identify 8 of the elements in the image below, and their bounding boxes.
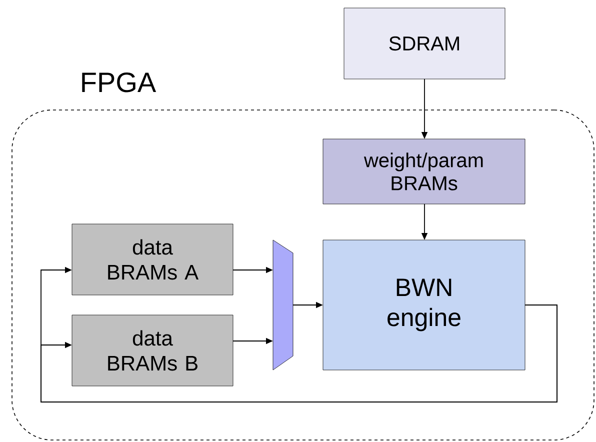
multiplexer-symbol: [272, 240, 294, 370]
memory-box: data BRAMs B: [72, 314, 234, 386]
memory-box: SDRAM: [344, 8, 506, 80]
memory-box: data BRAMs A: [72, 224, 234, 296]
node-label: FPGA: [82, 72, 156, 92]
arrow: [40, 304, 558, 402]
memory-box: weight/param BRAMs: [322, 138, 526, 204]
engine-box: BWN engine: [322, 240, 526, 370]
